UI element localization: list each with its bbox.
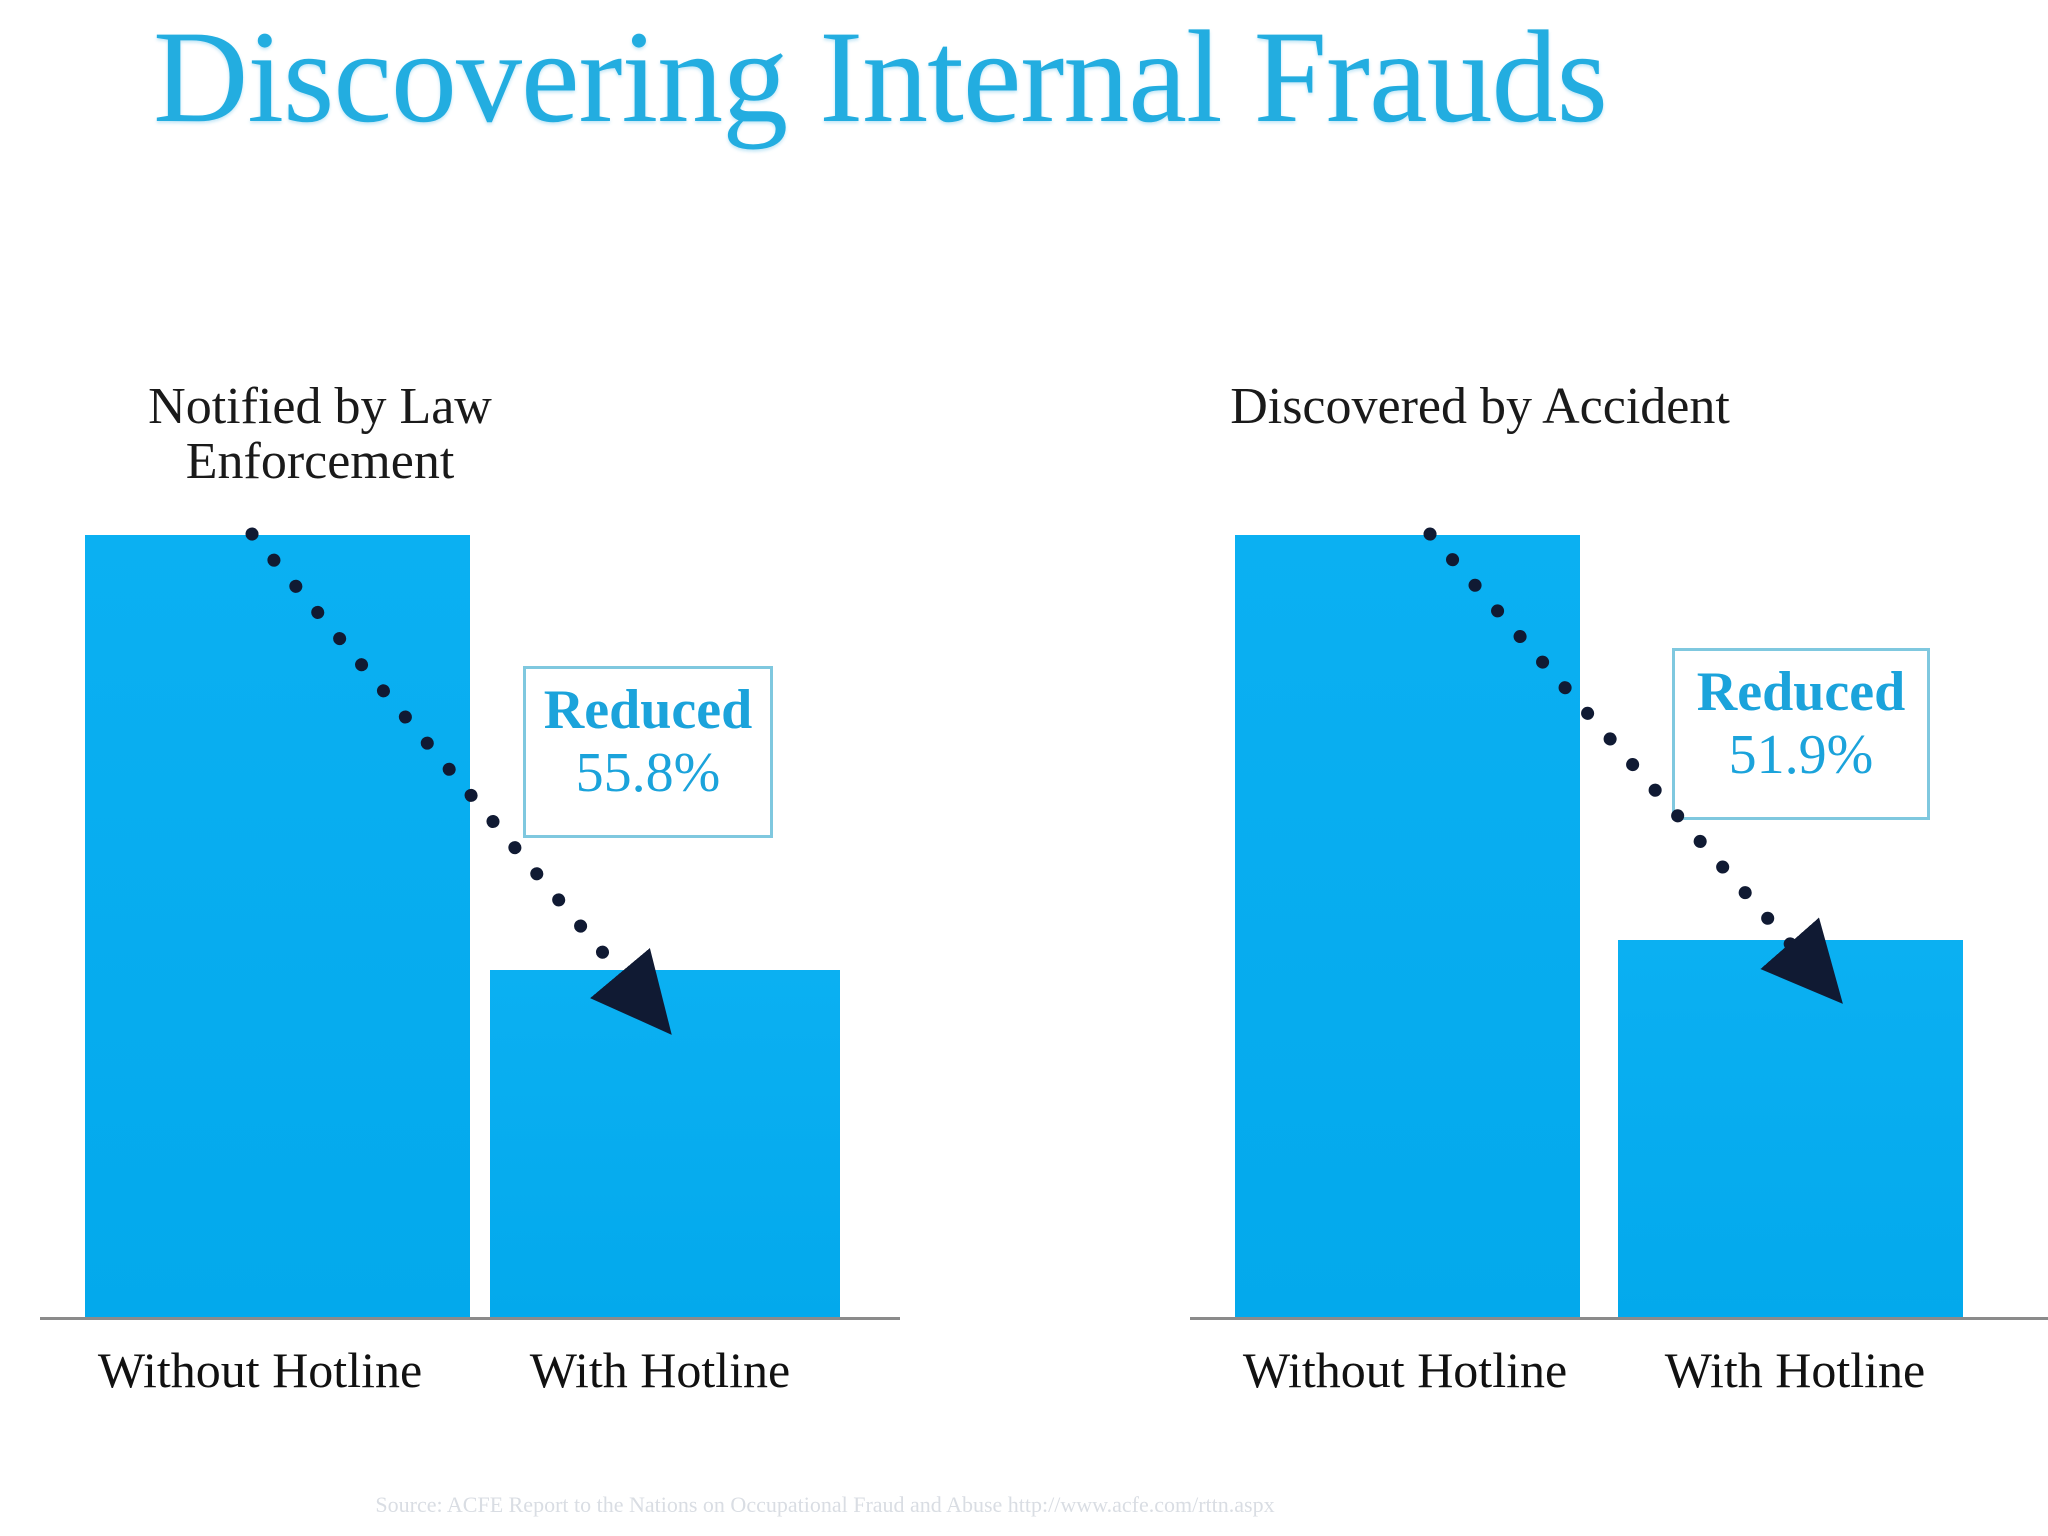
- plot-area-right: [1190, 520, 2048, 1320]
- category-label-left-without-hotline: Without Hotline: [97, 1342, 423, 1398]
- axis-line-left: [40, 1317, 900, 1320]
- chart-heading-left: Notified by Law Enforcement: [148, 378, 492, 490]
- category-label-right-with-hotline: With Hotline: [1664, 1342, 1926, 1398]
- category-label-left-with-hotline: With Hotline: [529, 1342, 791, 1398]
- chart-heading-right: Discovered by Accident: [1230, 378, 1730, 435]
- bar-left-with-hotline: [490, 970, 840, 1317]
- bar-right-without-hotline: [1235, 535, 1580, 1317]
- source-note: Source: ACFE Report to the Nations on Oc…: [375, 1492, 1275, 1517]
- callout-right-label: Reduced: [1696, 661, 1906, 723]
- category-labels-left: Without Hotline With Hotline: [40, 1345, 900, 1415]
- bar-right-with-hotline: [1618, 940, 1963, 1317]
- chart-panel-right: Discovered by Accident Without Hotline W…: [1190, 378, 2048, 1460]
- callout-right-reduced: Reduced 51.9%: [1672, 648, 1930, 820]
- callout-left-reduced: Reduced 55.8%: [523, 666, 773, 838]
- page-title: Discovering Internal Frauds: [153, 3, 1608, 150]
- callout-right-value: 51.9%: [1728, 723, 1874, 786]
- chart-panel-left: Notified by Law Enforcement Without Hotl…: [40, 378, 900, 1460]
- bar-left-without-hotline: [85, 535, 470, 1317]
- category-labels-right: Without Hotline With Hotline: [1190, 1345, 2048, 1415]
- callout-left-label: Reduced: [543, 679, 753, 741]
- plot-area-left: [40, 520, 900, 1320]
- axis-line-right: [1190, 1317, 2048, 1320]
- category-label-right-without-hotline: Without Hotline: [1242, 1342, 1568, 1398]
- callout-left-value: 55.8%: [575, 741, 721, 804]
